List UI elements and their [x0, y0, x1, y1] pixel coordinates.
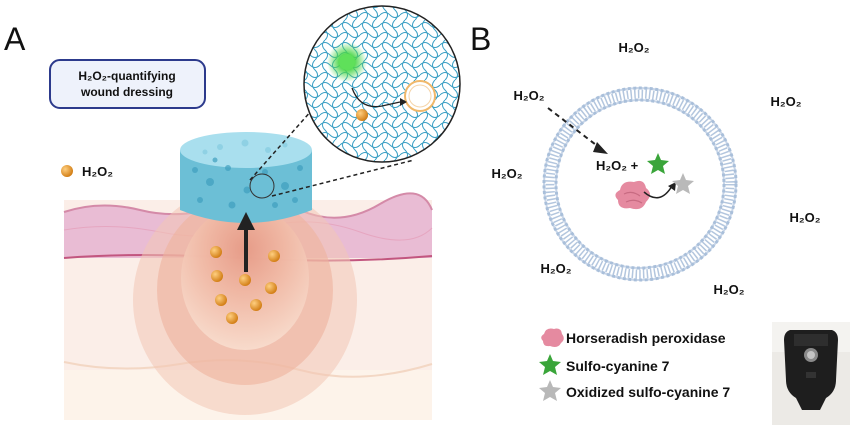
legend-green-star-icon [539, 354, 561, 375]
reaction-reactant: H₂O₂ + [596, 158, 639, 173]
legend-label-sulfo-cyanine-7: Sulfo-cyanine 7 [566, 358, 670, 374]
wound-dressing-sponge [180, 132, 312, 223]
h2o2-label: H₂O₂ [513, 88, 544, 103]
sulfo-cyanine-7-star-icon [647, 153, 669, 174]
wound-zone [133, 185, 357, 415]
dressing-label-box: H₂O₂-quantifying wound dressing [49, 59, 206, 109]
h2o2-label: H₂O₂ [713, 282, 744, 297]
legend-label-oxidized-sulfo-cyanine-7: Oxidized sulfo-cyanine 7 [566, 384, 730, 400]
legend: Horseradish peroxidase Sulfo-cyanine 7 O… [539, 328, 730, 401]
panel-a-letter: A [4, 21, 26, 57]
zoom-leader-line [271, 159, 415, 197]
reaction-arrow [643, 185, 673, 199]
h2o2-labels: H₂O₂ H₂O₂ H₂O₂ H₂O₂ H₂O₂ H₂O₂ H₂O₂ [491, 40, 820, 297]
h2o2-label: H₂O₂ [618, 40, 649, 55]
oxidized-sulfo-cyanine-7-star-icon [672, 173, 694, 194]
device-photo [772, 322, 850, 425]
dressing-label-line2: wound dressing [80, 85, 173, 99]
diffusion-arrow [547, 107, 608, 154]
h2o2-label: H₂O₂ [491, 166, 522, 181]
upward-arrow-icon [237, 212, 255, 272]
h2o2-label: H₂O₂ [540, 261, 571, 276]
h2o2-dot-icon [61, 165, 73, 177]
reaction-arrowhead [668, 182, 676, 191]
zoom-leader-line [249, 109, 313, 181]
h2o2-label: H₂O₂ [789, 210, 820, 225]
legend-label-hrp: Horseradish peroxidase [566, 330, 726, 346]
h2o2-legend-label: H₂O₂ [82, 164, 113, 179]
legend-gray-star-icon [539, 380, 561, 401]
zoom-inset [303, 5, 461, 163]
vesicle [542, 86, 738, 282]
dressing-label-line1: H₂O₂-quantifying [78, 69, 175, 83]
h2o2-label: H₂O₂ [770, 94, 801, 109]
legend-enzyme-icon [541, 328, 564, 347]
h2o2-dots [210, 246, 280, 324]
panel-b-letter: B [470, 21, 491, 57]
horseradish-peroxidase-icon [615, 180, 650, 210]
